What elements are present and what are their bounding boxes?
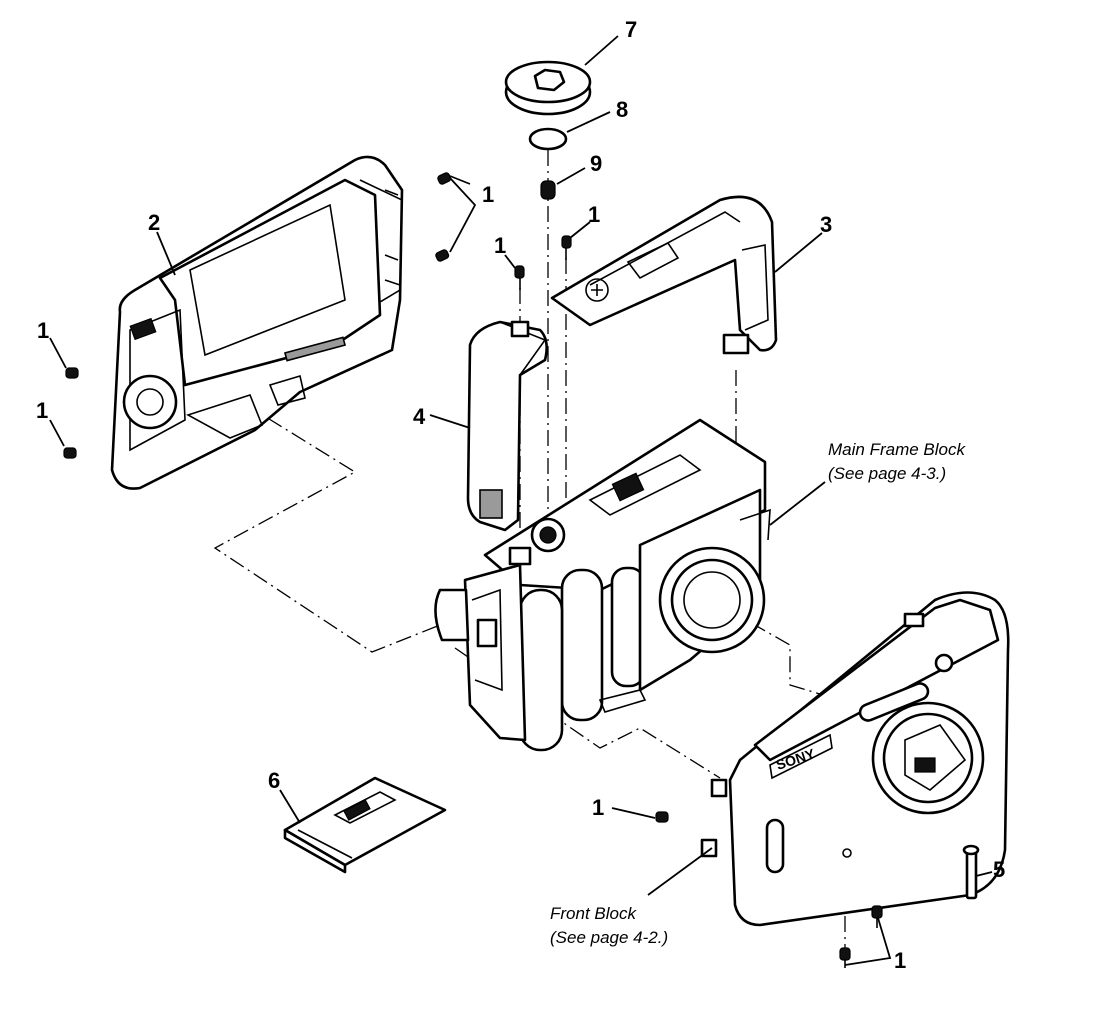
callout-6: 6: [268, 768, 280, 793]
part-dial: [504, 60, 592, 116]
callout-1-front-left: 1: [592, 795, 604, 820]
callout-1-top-a: 1: [494, 233, 506, 258]
front-block-note-page: (See page 4-2.): [550, 928, 668, 947]
front-block-note-title: Front Block: [550, 904, 637, 923]
screw-rear-left-a: [65, 367, 79, 379]
screw-rear-top-a: [437, 172, 471, 185]
callout-1-rear-left-a: 1: [37, 318, 49, 343]
callout-1-bottom: 1: [894, 948, 906, 973]
part-shaft: [962, 844, 980, 900]
screw-bottom-b: [839, 947, 851, 968]
screw-front-left: [655, 811, 669, 823]
main-frame-note-page: (See page 4-3.): [828, 464, 946, 483]
callout-7: 7: [625, 17, 637, 42]
callout-3: 3: [820, 212, 832, 237]
leader-lines: [49, 35, 993, 966]
screw-rear-left-b: [63, 447, 77, 459]
screw-top-b: [561, 235, 572, 260]
callout-1-rear-left-b: 1: [36, 398, 48, 423]
part-top-cover: [550, 195, 778, 355]
callout-9: 9: [590, 151, 602, 176]
callout-4: 4: [413, 404, 426, 429]
screws: [63, 172, 883, 968]
callout-2: 2: [148, 210, 160, 235]
block-notes: Main Frame Block (See page 4-3.) Front B…: [550, 440, 966, 947]
callout-1-top-b: 1: [588, 202, 600, 227]
part-side-cover: [466, 320, 548, 532]
screw-rear-top-b: [435, 249, 450, 262]
callout-numbers: 7 8 9 1 2 1 1 1 1 3 4 6 1 5 1: [36, 17, 1005, 973]
front-block: SONY: [700, 591, 1010, 927]
callout-8: 8: [616, 97, 628, 122]
callout-1-rear-top: 1: [482, 182, 494, 207]
screw-bottom-a: [871, 905, 883, 928]
callout-5: 5: [993, 857, 1005, 882]
part-rear-cabinet: [110, 155, 404, 490]
part-battery-cover: [283, 776, 447, 874]
screw-top-a: [514, 265, 525, 290]
part-washer: [528, 127, 568, 151]
part-spring: [540, 180, 556, 200]
main-frame-block: [434, 418, 771, 752]
main-frame-note-title: Main Frame Block: [828, 440, 966, 459]
